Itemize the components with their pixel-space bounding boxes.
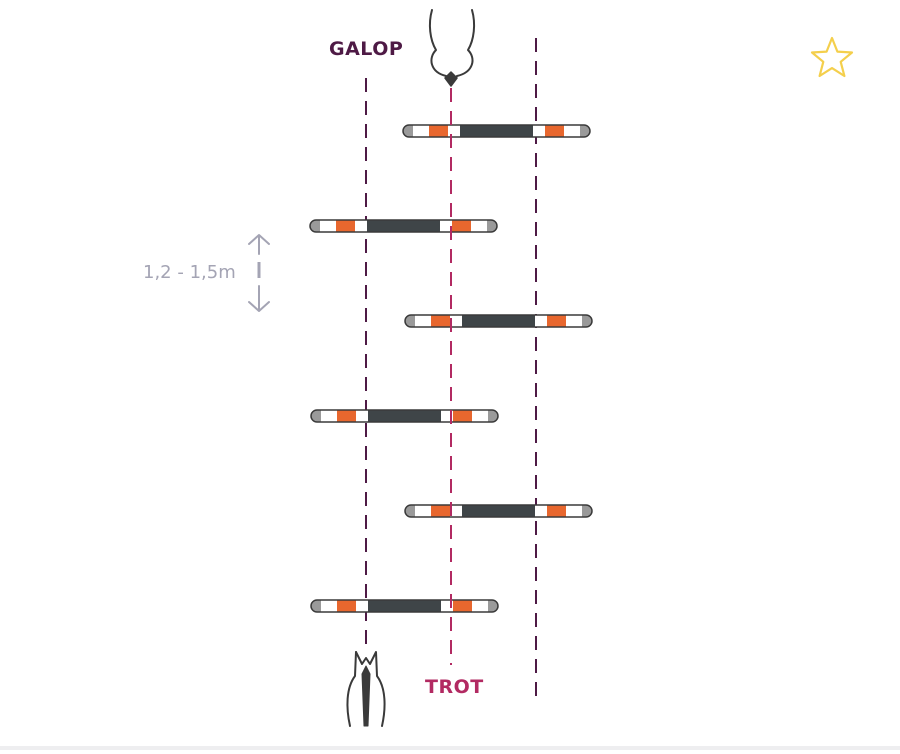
pole-center-band xyxy=(368,410,441,422)
distance-label: 1,2 - 1,5m xyxy=(143,262,236,283)
pole-orange-band xyxy=(337,410,356,422)
poles-group xyxy=(309,124,593,613)
pole-white-band xyxy=(535,505,547,517)
pole-orange-band xyxy=(453,600,472,612)
pole-end-cap xyxy=(582,505,592,517)
pole-end-cap xyxy=(310,220,320,232)
pole-center-band xyxy=(367,220,440,232)
pole-center-band xyxy=(368,600,441,612)
pole-end-cap xyxy=(405,505,415,517)
pole-end-cap xyxy=(311,600,321,612)
pole-white-band xyxy=(356,600,368,612)
pole-outline xyxy=(309,219,498,233)
pole-orange-band xyxy=(453,410,472,422)
pole-orange-band xyxy=(429,125,448,137)
pole-white-band xyxy=(320,220,336,232)
bottom-divider xyxy=(0,746,900,750)
ground-pole xyxy=(309,219,498,233)
ground-pole xyxy=(404,504,593,518)
pole-end-cap xyxy=(405,315,415,327)
pole-white-band xyxy=(415,505,431,517)
pole-white-band xyxy=(533,125,545,137)
pole-orange-band xyxy=(337,600,356,612)
pole-orange-band xyxy=(431,315,450,327)
pole-white-band xyxy=(415,315,431,327)
ground-pole xyxy=(310,599,499,613)
pole-white-band xyxy=(440,220,452,232)
pole-end-cap xyxy=(582,315,592,327)
horse-rear-icon xyxy=(346,651,386,727)
pole-center-band xyxy=(462,315,535,327)
pole-white-band xyxy=(535,315,547,327)
pole-white-band xyxy=(472,600,488,612)
ground-pole xyxy=(404,314,593,328)
horse-head-icon xyxy=(428,9,476,87)
pole-outline xyxy=(404,314,593,328)
double-arrow-icon xyxy=(248,234,270,312)
galop-label: GALOP xyxy=(329,38,404,60)
pole-end-cap xyxy=(488,410,498,422)
pole-white-band xyxy=(450,315,462,327)
pole-center-band xyxy=(460,125,533,137)
ground-pole xyxy=(402,124,591,138)
pole-white-band xyxy=(321,410,337,422)
pole-orange-band xyxy=(452,220,471,232)
pole-white-band xyxy=(471,220,487,232)
pole-orange-band xyxy=(431,505,450,517)
pole-outline xyxy=(310,599,499,613)
pole-outline xyxy=(310,409,499,423)
pole-orange-band xyxy=(547,315,566,327)
pole-white-band xyxy=(321,600,337,612)
pole-white-band xyxy=(413,125,429,137)
ground-pole xyxy=(310,409,499,423)
pole-center-band xyxy=(462,505,535,517)
pole-end-cap xyxy=(487,220,497,232)
pole-end-cap xyxy=(580,125,590,137)
pole-white-band xyxy=(564,125,580,137)
pole-white-band xyxy=(450,505,462,517)
pole-end-cap xyxy=(488,600,498,612)
pole-white-band xyxy=(566,505,582,517)
pole-orange-band xyxy=(547,505,566,517)
trot-label: TROT xyxy=(425,676,484,698)
pole-white-band xyxy=(566,315,582,327)
pole-outline xyxy=(404,504,593,518)
pole-orange-band xyxy=(545,125,564,137)
pole-white-band xyxy=(448,125,460,137)
pole-outline xyxy=(402,124,591,138)
pole-white-band xyxy=(355,220,367,232)
pole-orange-band xyxy=(336,220,355,232)
pole-end-cap xyxy=(311,410,321,422)
pole-end-cap xyxy=(403,125,413,137)
pole-white-band xyxy=(472,410,488,422)
star-icon[interactable] xyxy=(808,34,856,82)
pole-white-band xyxy=(356,410,368,422)
